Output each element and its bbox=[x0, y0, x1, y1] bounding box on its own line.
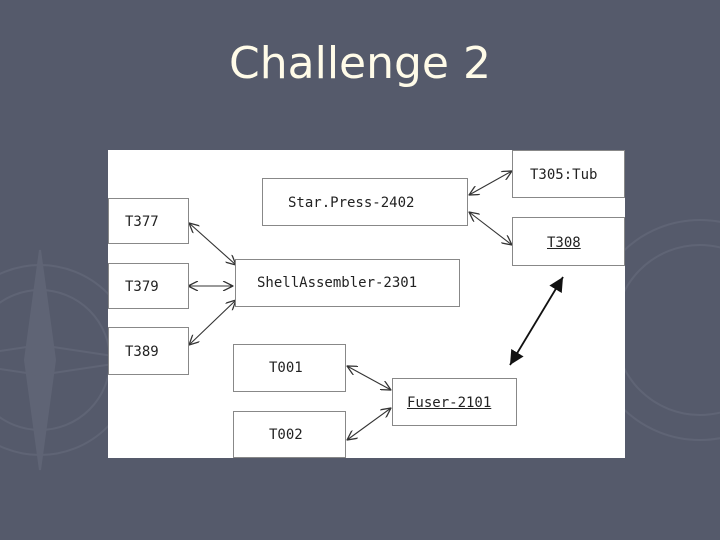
node-t305: T305:Tub bbox=[512, 150, 625, 198]
node-t002: T002 bbox=[233, 411, 346, 458]
drawn-arrow bbox=[509, 276, 564, 366]
node-t379: T379 bbox=[108, 263, 189, 309]
link-starpress-t305 bbox=[469, 171, 512, 195]
node-t308: T308 bbox=[512, 217, 625, 266]
node-t389: T389 bbox=[108, 327, 189, 375]
link-fuser-t002 bbox=[347, 408, 391, 440]
link-shell-t377 bbox=[189, 223, 236, 265]
link-shell-t389 bbox=[189, 300, 236, 345]
diagram-panel: T305:Tub Star.Press-2402 T377 T308 Shell… bbox=[108, 150, 625, 458]
node-t377: T377 bbox=[108, 198, 189, 244]
diagram-links bbox=[108, 150, 564, 458]
node-t001: T001 bbox=[233, 344, 346, 392]
link-starpress-t308 bbox=[469, 212, 512, 245]
node-shell-assembler: ShellAssembler-2301 bbox=[235, 259, 460, 307]
node-star-press: Star.Press-2402 bbox=[262, 178, 468, 226]
link-fuser-t001 bbox=[347, 366, 391, 390]
node-fuser: Fuser-2101 bbox=[392, 378, 517, 426]
slide-title: Challenge 2 bbox=[229, 38, 491, 89]
